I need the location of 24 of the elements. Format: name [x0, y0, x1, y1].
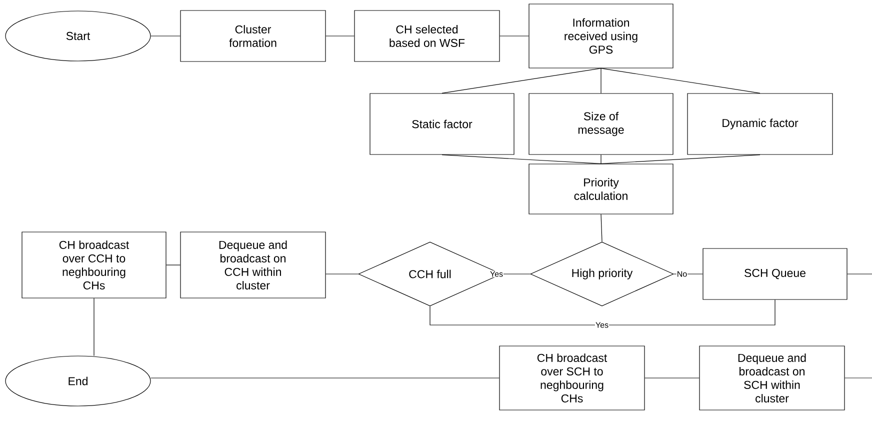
- process-box: CH broadcast over SCH to neghbouring CHs: [499, 346, 645, 410]
- connector-line: [166, 264, 180, 266]
- connector-line: [600, 68, 760, 94]
- process-box: Information received using GPS: [528, 4, 674, 68]
- edge-label: Yes: [596, 322, 608, 328]
- process-box: SCH Queue: [702, 248, 848, 300]
- process-box: Priority calculation: [528, 164, 674, 214]
- connector-line: [430, 300, 776, 326]
- process-box: CH selected based on WSF: [354, 10, 500, 62]
- connector-line: [600, 154, 760, 164]
- connector-line: [600, 154, 602, 164]
- process-box: Dequeue and broadcast on CCH within cluster: [180, 232, 326, 298]
- process-box: Cluster formation: [180, 10, 326, 62]
- process-box: Static factor: [370, 93, 514, 155]
- connector-line: [600, 68, 602, 94]
- edge-label: No: [678, 271, 687, 277]
- edge-label: Yes: [490, 271, 503, 277]
- connector-line: [600, 214, 602, 242]
- process-box: Dequeue and broadcast on SCH within cluster: [699, 346, 845, 410]
- process-box: CH broadcast over CCH to neghbouring CHs: [22, 232, 166, 298]
- connector-line: [442, 68, 602, 94]
- process-box: Dynamic factor: [687, 93, 833, 155]
- process-box: Size of message: [528, 93, 674, 155]
- connector-line: [442, 154, 602, 164]
